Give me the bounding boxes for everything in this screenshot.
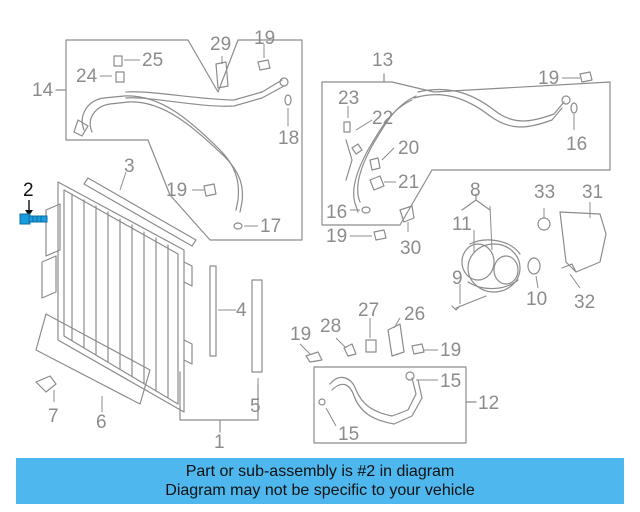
callout-27: 27 <box>358 300 379 321</box>
callout-12: 12 <box>478 393 499 414</box>
callout-10: 10 <box>526 289 547 310</box>
fitting-20 <box>369 157 381 171</box>
bolt-9 <box>451 295 487 311</box>
fitting-19-lower <box>305 351 323 363</box>
callout-21: 21 <box>398 172 419 193</box>
bracket-8 <box>461 193 491 211</box>
upper-bar <box>83 177 197 247</box>
leader-lines <box>53 44 591 427</box>
fitting-28 <box>343 343 357 357</box>
parts-diagram: 1 2 3 4 5 6 7 8 9 10 11 12 13 14 15 15 1… <box>19 28 611 453</box>
fitting-19-right-top <box>579 71 593 83</box>
compressor <box>461 239 521 293</box>
hose-upper-left <box>73 77 289 213</box>
hose-upper-right <box>345 88 571 213</box>
callout-20: 20 <box>398 138 419 159</box>
callout-19d: 19 <box>538 68 559 89</box>
fitting-29 <box>215 61 229 89</box>
bracket-7 <box>35 375 57 393</box>
oring-16-right <box>570 102 578 114</box>
callout-5: 5 <box>250 396 261 417</box>
highlighted-bolt-2 <box>19 200 48 225</box>
callout-19b: 19 <box>166 180 187 201</box>
callout-19e: 19 <box>290 324 311 345</box>
callout-3: 3 <box>124 156 135 177</box>
fitting-27 <box>365 339 377 353</box>
callout-31: 31 <box>582 182 603 203</box>
box-13-outline <box>321 73 611 226</box>
fitting-25 <box>113 55 123 67</box>
panel-6 <box>35 313 151 405</box>
callout-33: 33 <box>534 182 555 203</box>
part-30 <box>399 205 415 223</box>
banner-line-2: Diagram may not be specific to your vehi… <box>165 482 475 499</box>
fitting-21 <box>369 175 385 191</box>
callout-15: 15 <box>440 371 461 392</box>
receiver-5 <box>251 279 263 373</box>
callout-26: 26 <box>404 304 425 325</box>
callout-14: 14 <box>32 80 54 101</box>
tube-4 <box>209 265 217 357</box>
fitting-23 <box>343 121 351 133</box>
callout-13: 13 <box>372 50 393 71</box>
info-banner: Part or sub-assembly is #2 in diagram Di… <box>16 458 624 504</box>
callout-32: 32 <box>574 292 595 313</box>
callout-2: 2 <box>23 180 34 201</box>
callout-11: 11 <box>452 214 472 235</box>
callout-labels: 1 2 3 4 5 6 7 8 9 10 11 12 13 14 15 15 1… <box>23 28 603 453</box>
callout-19f: 19 <box>440 340 461 361</box>
condenser <box>41 181 193 413</box>
callout-9: 9 <box>452 268 463 289</box>
callout-19a: 19 <box>254 28 275 49</box>
callout-25: 25 <box>142 50 163 71</box>
oring-18 <box>284 94 292 106</box>
part-33 <box>537 217 551 231</box>
callout-17: 17 <box>260 216 281 237</box>
fitting-24 <box>115 71 125 83</box>
callout-16b: 16 <box>566 134 587 155</box>
bracket-31 <box>559 211 607 273</box>
oring-16-left <box>361 206 371 214</box>
part-10 <box>527 257 541 275</box>
callout-16: 16 <box>326 202 347 223</box>
part-32 <box>561 263 577 273</box>
callout-15b: 15 <box>338 424 359 445</box>
fitting-19-mid <box>373 229 387 241</box>
fitting-19-left <box>203 183 217 197</box>
callout-19c: 19 <box>326 226 347 247</box>
callout-29: 29 <box>210 34 231 55</box>
callout-6: 6 <box>96 412 107 433</box>
callout-1: 1 <box>214 432 225 453</box>
hose-lower <box>318 371 423 425</box>
callout-23: 23 <box>338 88 359 109</box>
callout-24: 24 <box>76 66 98 87</box>
box-14-outline <box>55 39 303 241</box>
fitting-19-right <box>411 343 425 355</box>
callout-4: 4 <box>236 300 247 321</box>
callout-7: 7 <box>48 406 59 427</box>
callout-22: 22 <box>372 108 393 129</box>
callout-18: 18 <box>278 128 299 149</box>
fitting-19-top <box>257 59 271 71</box>
banner-line-1: Part or sub-assembly is #2 in diagram <box>185 463 455 480</box>
callout-8: 8 <box>470 180 481 201</box>
bracket-1 <box>179 371 259 421</box>
callout-30: 30 <box>400 238 421 259</box>
box-12-outline <box>313 366 477 444</box>
oring-17 <box>233 222 243 230</box>
callout-28: 28 <box>320 316 341 337</box>
fitting-26 <box>387 323 405 357</box>
fitting-22 <box>351 143 363 155</box>
